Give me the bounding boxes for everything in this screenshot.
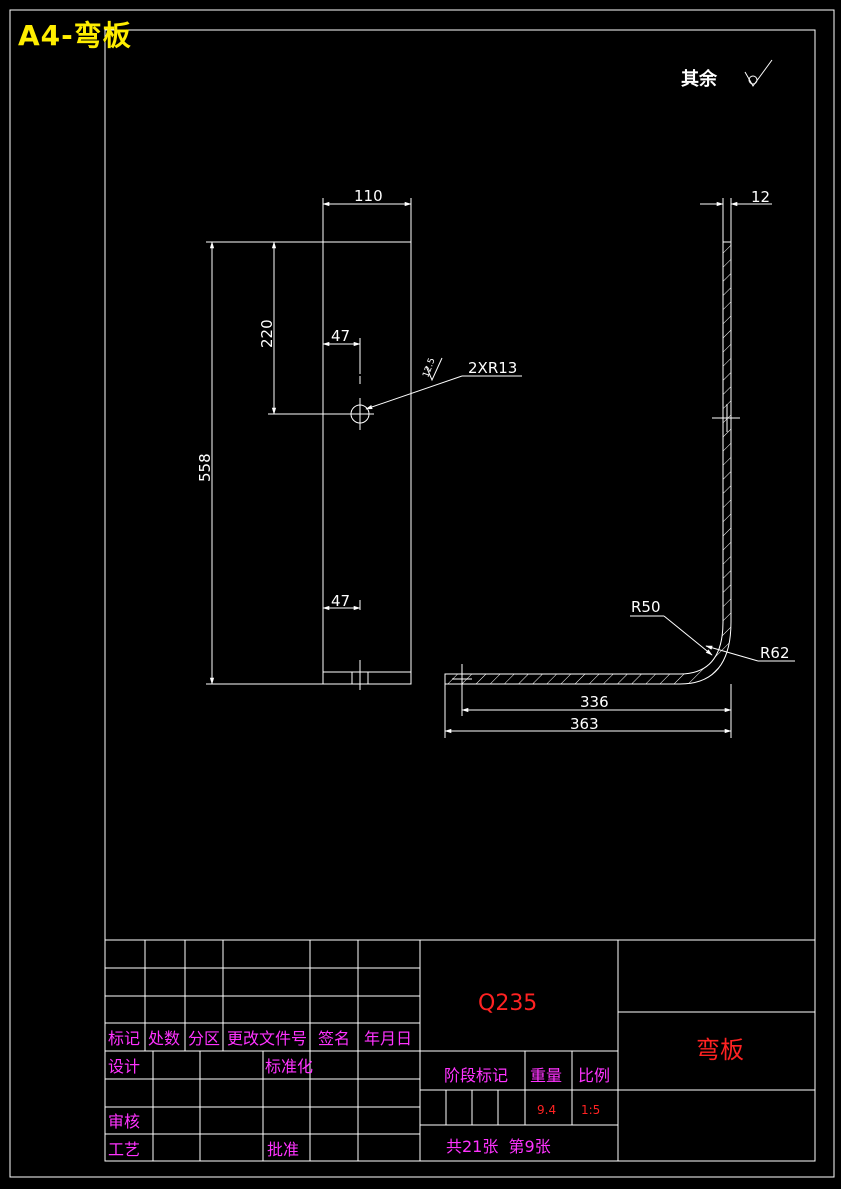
dim-363: 363 (570, 715, 599, 733)
bent-profile (444, 241, 732, 685)
role-approve: 批准 (267, 1140, 299, 1159)
header-zone: 分区 (188, 1029, 220, 1048)
plate-outline (322, 241, 412, 685)
role-standardize: 标准化 (265, 1057, 313, 1076)
header-mark: 标记 (108, 1029, 140, 1048)
roughness-symbol-icon (744, 59, 773, 87)
weight-label: 重量 (530, 1066, 562, 1085)
dim-336: 336 (580, 693, 609, 711)
role-process: 工艺 (108, 1140, 140, 1159)
header-count: 处数 (148, 1029, 180, 1048)
dim-R50: R50 (631, 598, 661, 616)
scale-label: 比例 (578, 1066, 610, 1085)
dim-47-top: 47 (331, 327, 350, 345)
role-review: 审核 (108, 1112, 140, 1131)
hole-note: 2XR13 (468, 359, 517, 377)
surface-note: 其余 (681, 69, 717, 90)
hole-roughness: 12.5 (421, 357, 437, 379)
weight-value: 9.4 (537, 1103, 556, 1117)
stage-mark-label: 阶段标记 (444, 1066, 508, 1085)
dim-558: 558 (196, 453, 214, 482)
dim-110: 110 (354, 187, 383, 205)
material: Q235 (478, 991, 537, 1016)
dim-R62: R62 (760, 644, 790, 662)
part-name: 弯板 (696, 1036, 744, 1064)
sheet-count: 共21张 第9张 (446, 1137, 551, 1156)
dim-12: 12 (751, 188, 770, 206)
header-signature: 签名 (318, 1029, 350, 1048)
header-change-doc: 更改文件号 (227, 1029, 307, 1048)
outer-border (9, 9, 835, 1178)
drawing-title: A4-弯板 (18, 19, 132, 52)
scale-value: 1:5 (581, 1103, 600, 1117)
front-view (206, 198, 522, 690)
role-design: 设计 (108, 1057, 140, 1076)
title-block (104, 939, 816, 1162)
dim-220: 220 (258, 319, 276, 348)
header-date: 年月日 (364, 1029, 412, 1048)
dim-47-bottom: 47 (331, 592, 350, 610)
side-view (444, 198, 795, 738)
